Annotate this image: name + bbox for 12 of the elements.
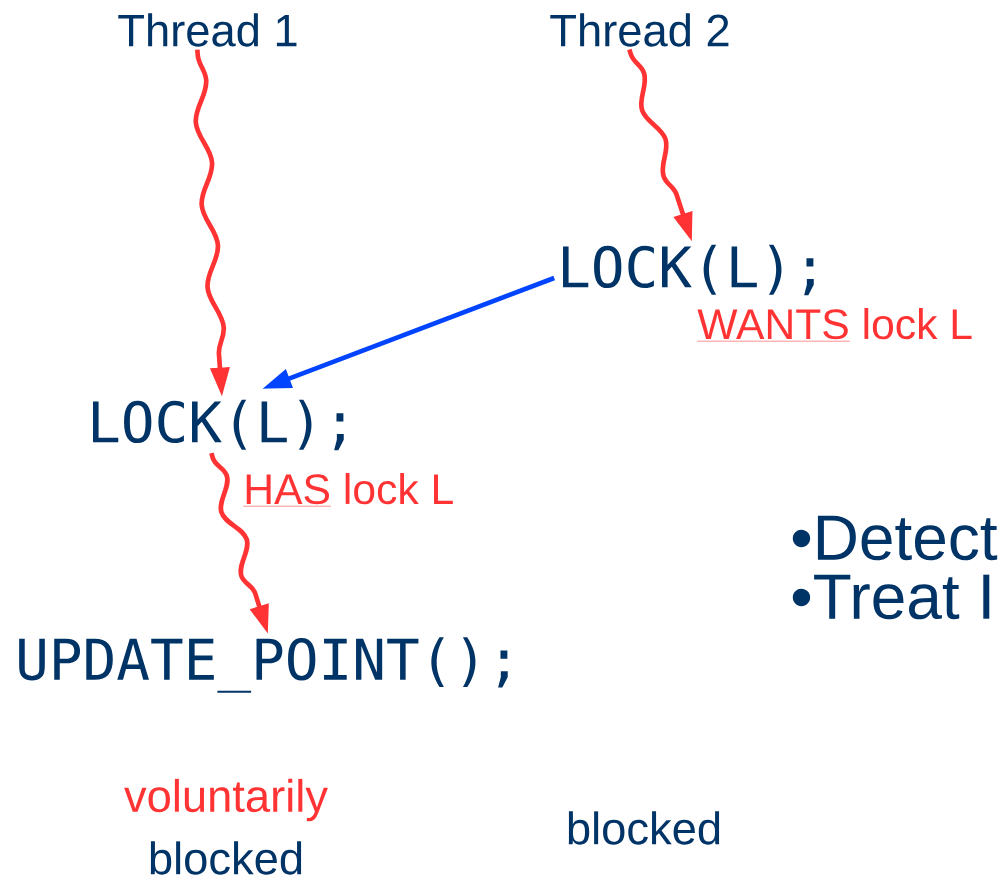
state-note: HAS lock L xyxy=(243,473,453,507)
note-text: •Detect xyxy=(792,515,998,561)
note-text: blocked xyxy=(150,841,302,875)
note-text: voluntarily xyxy=(124,778,328,822)
thread-label: Thread 1 xyxy=(118,13,297,47)
code-line: LOCK(L); xyxy=(563,244,814,296)
state-note: WANTS lock L xyxy=(697,308,972,342)
code-line: UPDATE_POINT(); xyxy=(19,637,508,693)
thread-label: Thread 2 xyxy=(550,13,729,47)
note-text: •Treat I xyxy=(792,574,990,620)
code-line: LOCK(L); xyxy=(93,399,344,451)
note-text: blocked xyxy=(568,811,720,845)
